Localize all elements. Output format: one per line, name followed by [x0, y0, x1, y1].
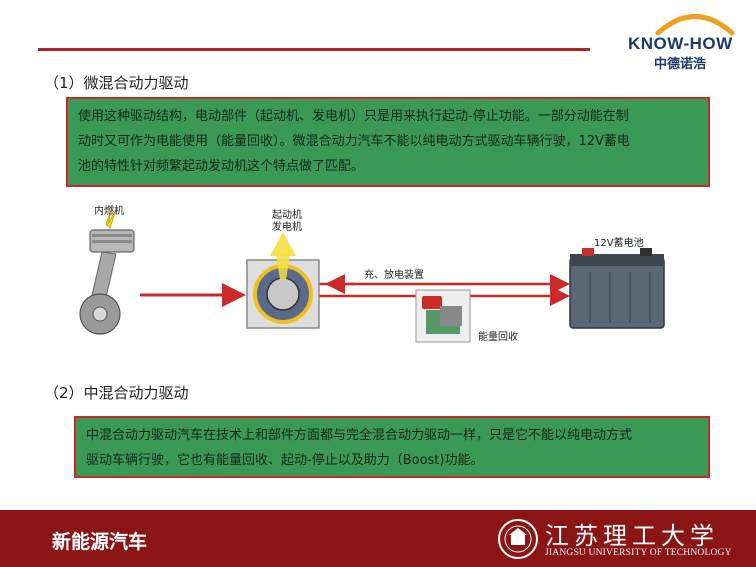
logo-brand-cn: 中德诺浩 [654, 57, 707, 72]
section2-heading: （2）中混合动力驱动 [44, 384, 189, 402]
section2-line-1: 中混合动力驱动汽车在技术上和部件方面都与完全混合动力驱动一样，只是它不能以纯电动… [86, 428, 633, 443]
battery-label: 12V蓄电池 [594, 238, 644, 249]
engine-label: 内燃机 [94, 206, 124, 217]
header-rule [38, 48, 590, 51]
starter-label: 起动机 [272, 210, 302, 221]
course-title: 新能源汽车 [52, 531, 148, 553]
know-how-logo: KNOW-HOW 中德诺浩 [620, 6, 750, 72]
footer-bar: 新能源汽车 江苏理工大学 JIANGSU UNIVERSITY OF TECHN… [0, 510, 756, 567]
university-seal-icon [498, 519, 538, 559]
section2-line-2: 驱动车辆行驶，它也有能量回收、起动-停止以及助力（Boost)功能。 [86, 453, 484, 468]
charge-discharge-label: 充、放电装置 [364, 270, 424, 281]
energy-recovery-label: 能量回收 [478, 332, 518, 343]
logo-brand-en: KNOW-HOW [628, 34, 733, 53]
diagram-graphics [79, 207, 665, 343]
generator-label: 发电机 [272, 222, 302, 233]
section1-line-3: 池的特性针对频繁起动发动机这个特点做了匹配。 [78, 159, 365, 174]
section1-heading: （1）微混合动力驱动 [44, 74, 189, 92]
university-name-cn: 江苏理工大学 [545, 522, 719, 550]
engine-piston-icon [79, 207, 135, 335]
battery-12v-icon [569, 248, 665, 329]
section1-line-2: 动时又可作为电能使用（能量回收）。微混合动力汽车不能以纯电动方式驱动车辆行驶，1… [78, 134, 630, 149]
micro-hybrid-diagram: 内燃机 起动机 发电机 12V蓄电池 充、放电装置 能量回收 [60, 196, 700, 356]
section1-textbox: 使用这种驱动结构，电动部件（起动机、发电机）只是用来执行起动-停止功能。一部分动… [66, 97, 710, 187]
charge-control-unit-icon [415, 289, 471, 343]
university-name-en: JIANGSU UNIVERSITY OF TECHNOLOGY [545, 548, 732, 558]
logo-arc-icon [655, 14, 735, 36]
starter-generator-icon [246, 232, 320, 329]
section1-line-1: 使用这种驱动结构，电动部件（起动机、发电机）只是用来执行起动-停止功能。一部分动… [78, 109, 629, 124]
section2-textbox: 中混合动力驱动汽车在技术上和部件方面都与完全混合动力驱动一样，只是它不能以纯电动… [74, 416, 710, 478]
